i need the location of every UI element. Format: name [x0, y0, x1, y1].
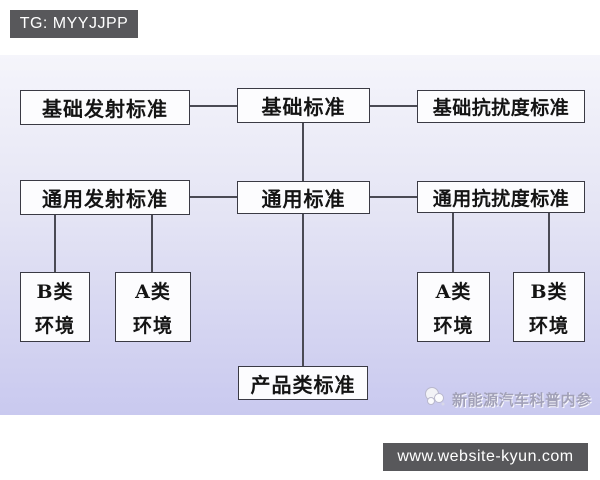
node-label-line1: B类	[530, 280, 568, 303]
node-label: 基础抗扰度标准	[432, 97, 570, 119]
connector-line	[548, 212, 550, 273]
connector-line	[54, 215, 56, 273]
connector-line	[302, 123, 304, 181]
node-label: 产品类标准	[250, 372, 356, 397]
node-label: 基础标准	[261, 95, 346, 119]
connector-line	[151, 215, 153, 273]
circle-cluster-logo-icon	[423, 385, 447, 414]
node-generic-immunity-standard: 通用抗扰度标准	[417, 181, 585, 213]
connector-line	[370, 196, 417, 198]
tg-tag-badge: TG: MYYJJPP	[10, 10, 138, 38]
node-label-line2: 环境	[433, 314, 474, 337]
node-class-a-environment-right: A类 环境	[417, 272, 490, 342]
node-label-line1: A类	[135, 280, 171, 303]
diagram-background: 基础发射标准 基础标准 基础抗扰度标准 通用发射标准 通用标准 通用抗扰度标准 …	[0, 55, 600, 415]
node-product-family-standard: 产品类标准	[238, 366, 368, 400]
node-basic-standard: 基础标准	[237, 88, 370, 123]
website-url-text: www.website-kyun.com	[397, 448, 574, 465]
connector-line	[190, 105, 237, 107]
watermark: 新能源汽车科普内参	[423, 385, 592, 414]
node-class-b-environment-left: B类 环境	[20, 272, 90, 342]
node-label: 通用抗扰度标准	[432, 187, 570, 210]
node-generic-emission-standard: 通用发射标准	[20, 180, 190, 215]
node-label-line2: 环境	[132, 314, 173, 337]
node-label: 基础发射标准	[42, 97, 168, 121]
node-label: 通用发射标准	[42, 187, 168, 211]
tg-tag-label: TG: MYYJJPP	[19, 15, 129, 32]
connector-line	[190, 196, 237, 198]
node-label-line2: 环境	[528, 314, 569, 337]
node-basic-emission-standard: 基础发射标准	[20, 90, 190, 125]
node-label: 通用标准	[261, 187, 346, 211]
connector-line	[370, 105, 417, 107]
watermark-brand-text: 新能源汽车科普内参	[452, 392, 592, 409]
connector-line	[452, 212, 454, 273]
node-class-b-environment-right: B类 环境	[513, 272, 585, 342]
node-class-a-environment-left: A类 环境	[115, 272, 191, 342]
connector-line	[302, 214, 304, 367]
node-label-line1: B类	[36, 280, 74, 303]
node-basic-immunity-standard: 基础抗扰度标准	[417, 90, 585, 123]
node-label-line1: A类	[435, 280, 472, 303]
node-generic-standard: 通用标准	[237, 181, 370, 214]
node-label-line2: 环境	[34, 314, 75, 337]
website-url-bar: www.website-kyun.com	[383, 443, 588, 471]
